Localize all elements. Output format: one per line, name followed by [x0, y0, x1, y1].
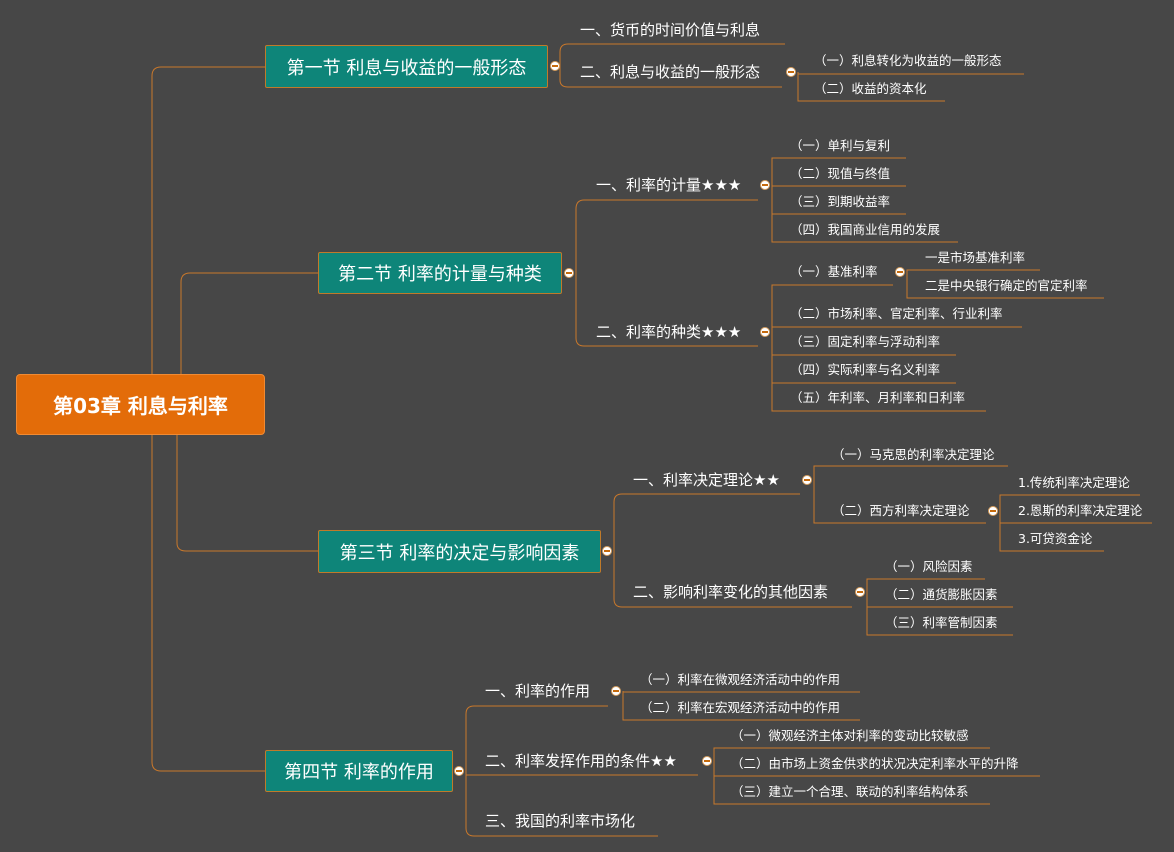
- s2-t2-item-2[interactable]: （二）市场利率、官定利率、行业利率: [790, 306, 1003, 321]
- s3-t2-item-2[interactable]: （二）通货膨胀因素: [885, 587, 998, 602]
- connector-line: [713, 761, 990, 805]
- s3-topic-1[interactable]: 一、利率决定理论★★: [633, 471, 780, 489]
- connector-line: [465, 771, 698, 776]
- connector-line: [813, 480, 986, 524]
- s4-topic-2[interactable]: 二、利率发挥作用的条件★★: [485, 752, 677, 770]
- s3-t1-i2-sub-1[interactable]: 1.传统利率决定理论: [1018, 475, 1130, 490]
- collapse-toggle-icon[interactable]: [550, 61, 560, 71]
- s2-t1-item-4[interactable]: （四）我国商业信用的发展: [790, 222, 941, 237]
- section-3-node[interactable]: 第三节 利率的决定与影响因素: [318, 530, 601, 573]
- connector-line: [771, 332, 986, 412]
- s2-t2-item-5[interactable]: （五）年利率、月利率和日利率: [790, 390, 966, 405]
- connector-line: [151, 66, 265, 374]
- s3-topic-2[interactable]: 二、影响利率变化的其他因素: [633, 583, 829, 601]
- connector-line: [180, 272, 318, 374]
- s2-t1-item-3[interactable]: （三）到期收益率: [790, 194, 891, 209]
- s2-t2-item-4[interactable]: （四）实际利率与名义利率: [790, 362, 941, 377]
- connector-line: [613, 493, 800, 551]
- connector-line: [176, 435, 318, 552]
- s1-topic-1[interactable]: 一、货币的时间价值与利息: [580, 21, 761, 39]
- s3-t1-i2-sub-2[interactable]: 2.恩斯的利率决定理论: [1018, 503, 1143, 518]
- s2-t2-item-3[interactable]: （三）固定利率与浮动利率: [790, 334, 941, 349]
- connector-line: [813, 465, 1008, 480]
- collapse-toggle-icon[interactable]: [855, 587, 865, 597]
- s3-t2-item-3[interactable]: （三）利率管制因素: [885, 615, 998, 630]
- connector-line: [559, 66, 782, 88]
- connector-line: [713, 747, 990, 761]
- s2-t1-item-1[interactable]: （一）单利与复利: [790, 138, 891, 153]
- s3-t1-i2-sub-3[interactable]: 3.可贷资金论: [1018, 531, 1093, 546]
- connector-line: [559, 43, 785, 66]
- s1-t2-item-1[interactable]: （一）利息转化为收益的一般形态: [814, 53, 1002, 68]
- connector-line: [771, 284, 893, 332]
- s2-t2-i1-sub-1[interactable]: 一是市场基准利率: [925, 250, 1026, 265]
- s2-topic-2[interactable]: 二、利率的种类★★★: [596, 323, 742, 341]
- s3-t1-item-1[interactable]: （一）马克思的利率决定理论: [832, 447, 995, 462]
- connector-line: [151, 435, 265, 772]
- collapse-toggle-icon[interactable]: [611, 686, 621, 696]
- s4-topic-3[interactable]: 三、我国的利率市场化: [485, 812, 636, 830]
- connector-line: [575, 272, 758, 347]
- s2-t2-item-1[interactable]: （一）基准利率: [790, 264, 878, 279]
- section-4-node[interactable]: 第四节 利率的作用: [265, 750, 453, 792]
- collapse-toggle-icon[interactable]: [454, 766, 464, 776]
- collapse-toggle-icon[interactable]: [760, 327, 770, 337]
- root-node[interactable]: 第03章 利息与利率: [16, 374, 265, 435]
- section-1-node[interactable]: 第一节 利息与收益的一般形态: [265, 45, 548, 88]
- collapse-toggle-icon[interactable]: [702, 756, 712, 766]
- s1-t2-item-2[interactable]: （二）收益的资本化: [814, 81, 927, 96]
- s4-t2-item-2[interactable]: （二）由市场上资金供求的状况决定利率水平的升降: [731, 756, 1019, 771]
- connector-line: [866, 578, 985, 592]
- s1-topic-2[interactable]: 二、利息与收益的一般形态: [580, 63, 761, 81]
- connector-line: [771, 185, 958, 243]
- collapse-toggle-icon[interactable]: [760, 180, 770, 190]
- collapse-toggle-icon[interactable]: [786, 67, 796, 77]
- connector-line: [575, 199, 758, 272]
- s4-topic-1[interactable]: 一、利率的作用: [485, 682, 591, 700]
- connector-line: [999, 494, 1140, 511]
- collapse-toggle-icon[interactable]: [602, 546, 612, 556]
- connector-line: [771, 326, 1022, 332]
- connector-line: [999, 511, 1104, 552]
- s3-t1-item-2[interactable]: （二）西方利率决定理论: [832, 503, 970, 518]
- s2-topic-1[interactable]: 一、利率的计量★★★: [596, 176, 742, 194]
- connector-line: [465, 771, 658, 837]
- connector-line: [866, 592, 1013, 636]
- connector-line: [613, 551, 852, 608]
- section-2-node[interactable]: 第二节 利率的计量与种类: [318, 252, 562, 294]
- collapse-toggle-icon[interactable]: [802, 475, 812, 485]
- collapse-toggle-icon[interactable]: [988, 506, 998, 516]
- connector-line: [465, 705, 608, 771]
- connector-line: [771, 185, 906, 187]
- connector-line: [771, 157, 906, 185]
- connector-line: [622, 691, 860, 693]
- connector-line: [797, 72, 945, 102]
- connector-line: [622, 691, 860, 721]
- s2-t2-i1-sub-2[interactable]: 二是中央银行确定的官定利率: [925, 278, 1088, 293]
- collapse-toggle-icon[interactable]: [895, 267, 905, 277]
- s4-t1-item-2[interactable]: （二）利率在宏观经济活动中的作用: [640, 700, 841, 715]
- connector-line: [906, 272, 1104, 299]
- connector-line: [906, 269, 1040, 272]
- s3-t2-item-1[interactable]: （一）风险因素: [885, 559, 973, 574]
- s4-t2-item-3[interactable]: （三）建立一个合理、联动的利率结构体系: [731, 784, 969, 799]
- s4-t1-item-1[interactable]: （一）利率在微观经济活动中的作用: [640, 672, 841, 687]
- s2-t1-item-2[interactable]: （二）现值与终值: [790, 166, 891, 181]
- connector-line: [797, 72, 1024, 75]
- s4-t2-item-1[interactable]: （一）微观经济主体对利率的变动比较敏感: [731, 728, 969, 743]
- collapse-toggle-icon[interactable]: [564, 268, 574, 278]
